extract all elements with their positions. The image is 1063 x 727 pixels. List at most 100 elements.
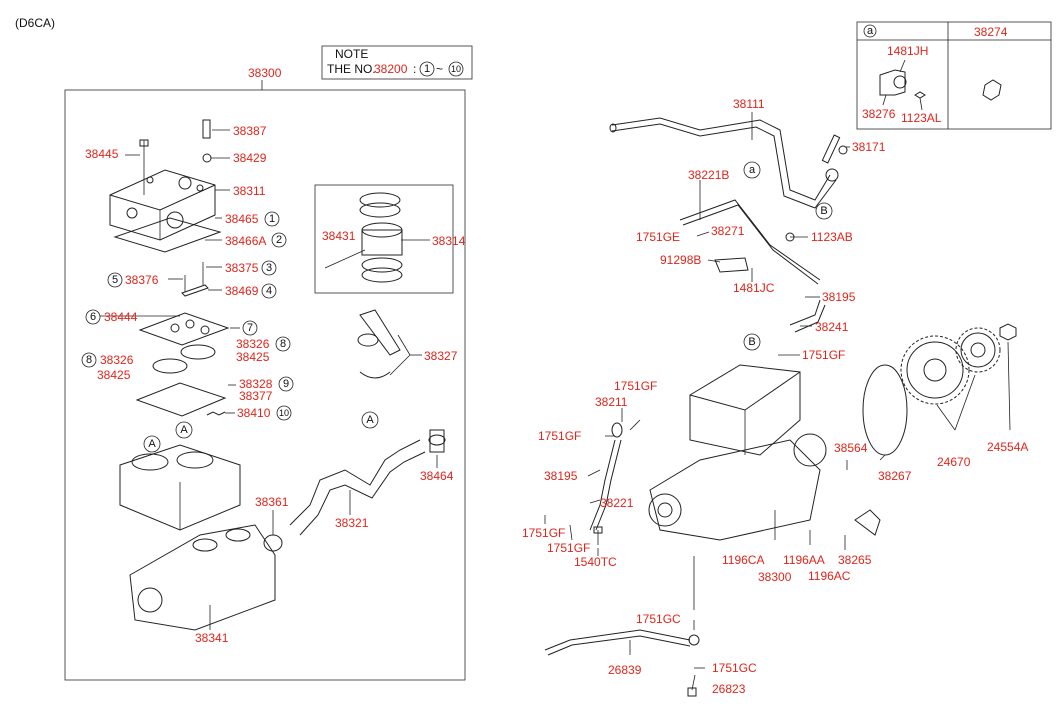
compressor-body: [648, 364, 827, 541]
circle-6: 6: [90, 311, 96, 323]
label-38444: 38444: [104, 310, 138, 324]
label-38321: 38321: [335, 516, 369, 530]
gasket-plates: [113, 217, 230, 417]
pipe-38221B: [679, 199, 821, 285]
callout-A-conrod: A: [366, 414, 374, 426]
label-38465: 38465: [225, 212, 259, 226]
label-38221: 38221: [600, 496, 634, 510]
inset-table: a 38274 1481JH 38276 1123AL: [856, 21, 1052, 130]
label-26823: 26823: [712, 682, 746, 696]
circle-8-right: 8: [280, 338, 286, 350]
note-range-to: 10: [451, 64, 461, 74]
label-38464: 38464: [420, 469, 454, 483]
pipe-38111: [609, 117, 839, 209]
label-24554A: 24554A: [987, 440, 1028, 454]
label-38265: 38265: [838, 553, 872, 567]
note-title: NOTE: [335, 47, 368, 61]
label-38387: 38387: [233, 124, 267, 138]
label-38267: 38267: [878, 469, 912, 483]
label-1123AL: 1123AL: [901, 111, 942, 125]
label-1196AC: 1196AC: [808, 569, 851, 583]
label-38300-right: 38300: [758, 570, 792, 584]
note-range-from: 1: [424, 63, 430, 75]
label-24670: 24670: [937, 455, 971, 469]
circle-1: 1: [269, 213, 275, 225]
note-sep: :: [413, 62, 416, 76]
label-38241: 38241: [815, 320, 849, 334]
callout-B-body: B: [748, 336, 755, 348]
inset-part-38274: 38274: [974, 25, 1008, 39]
circle-10: 10: [279, 408, 289, 418]
label-38410: 38410: [237, 406, 271, 420]
label-1751GC-upper: 1751GC: [636, 612, 681, 626]
label-1751GE: 1751GE: [636, 230, 680, 244]
label-1481JH: 1481JH: [887, 44, 928, 58]
label-1751GF-low1: 1751GF: [522, 526, 565, 540]
label-38195-top: 38195: [822, 290, 856, 304]
label-38445: 38445: [85, 147, 119, 161]
label-38271: 38271: [711, 224, 745, 238]
label-38425-left: 38425: [97, 368, 131, 382]
circle-3: 3: [266, 262, 272, 274]
label-38341: 38341: [195, 631, 229, 645]
label-91298B: 91298B: [660, 253, 701, 267]
label-38171: 38171: [852, 140, 886, 154]
crankcase-block: [119, 444, 276, 631]
label-38326-right: 38326: [236, 337, 270, 351]
label-26839: 26839: [608, 663, 642, 677]
note-prefix: THE NO.: [327, 62, 376, 76]
label-38466A: 38466A: [225, 234, 266, 248]
label-1123AB: 1123AB: [811, 230, 853, 244]
label-38111: 38111: [733, 97, 765, 111]
lines-small-parts: [544, 134, 881, 697]
label-38195-mid: 38195: [544, 469, 578, 483]
label-38361: 38361: [255, 495, 289, 509]
label-38221B: 38221B: [688, 168, 729, 182]
inset-marker-a: a: [867, 25, 874, 37]
label-38564: 38564: [834, 441, 868, 455]
piston-box: [314, 184, 454, 294]
engine-code: (D6CA): [15, 16, 55, 30]
label-38276: 38276: [862, 107, 896, 121]
label-1751GF-top: 1751GF: [802, 348, 845, 362]
circle-4: 4: [266, 285, 272, 297]
bolts: [139, 119, 226, 416]
label-38429: 38429: [233, 151, 267, 165]
cylinder-head: [109, 169, 216, 241]
label-38211: 38211: [595, 395, 628, 409]
label-38376: 38376: [125, 273, 159, 287]
note-part: 38200: [374, 62, 408, 76]
label-1751GF-upper: 1751GF: [614, 379, 657, 393]
label-38377: 38377: [239, 389, 273, 403]
label-38300-main: 38300: [248, 66, 282, 80]
label-1196AA: 1196AA: [783, 553, 825, 567]
label-38311: 38311: [233, 184, 266, 198]
callout-A-right: A: [180, 424, 188, 436]
circle-9: 9: [283, 378, 289, 390]
label-38431: 38431: [322, 229, 356, 243]
label-38375: 38375: [225, 261, 259, 275]
label-38326-left: 38326: [100, 353, 134, 367]
label-38314: 38314: [432, 234, 466, 248]
leader-lines: [100, 112, 1011, 669]
conrod: [357, 309, 401, 379]
callout-a-pipe: a: [749, 164, 756, 176]
label-1196CA: 1196CA: [722, 553, 764, 567]
label-38328: 38328: [239, 377, 273, 391]
circle-2: 2: [276, 234, 282, 246]
group-box-38300: [64, 89, 466, 681]
label-38469: 38469: [225, 284, 259, 298]
circle-8-left: 8: [86, 354, 92, 366]
label-1751GF-low2: 1751GF: [547, 541, 590, 555]
piston-parts: [324, 192, 403, 283]
label-1481JC: 1481JC: [733, 281, 775, 295]
callout-B-pipe: B: [820, 205, 827, 217]
crankshaft: [263, 429, 446, 552]
callout-A-left: A: [148, 438, 156, 450]
label-1540TC: 1540TC: [574, 555, 617, 569]
circle-5: 5: [112, 274, 118, 286]
label-38327: 38327: [424, 349, 458, 363]
label-1751GC-lower: 1751GC: [712, 661, 757, 675]
label-38425-right: 38425: [236, 350, 270, 364]
